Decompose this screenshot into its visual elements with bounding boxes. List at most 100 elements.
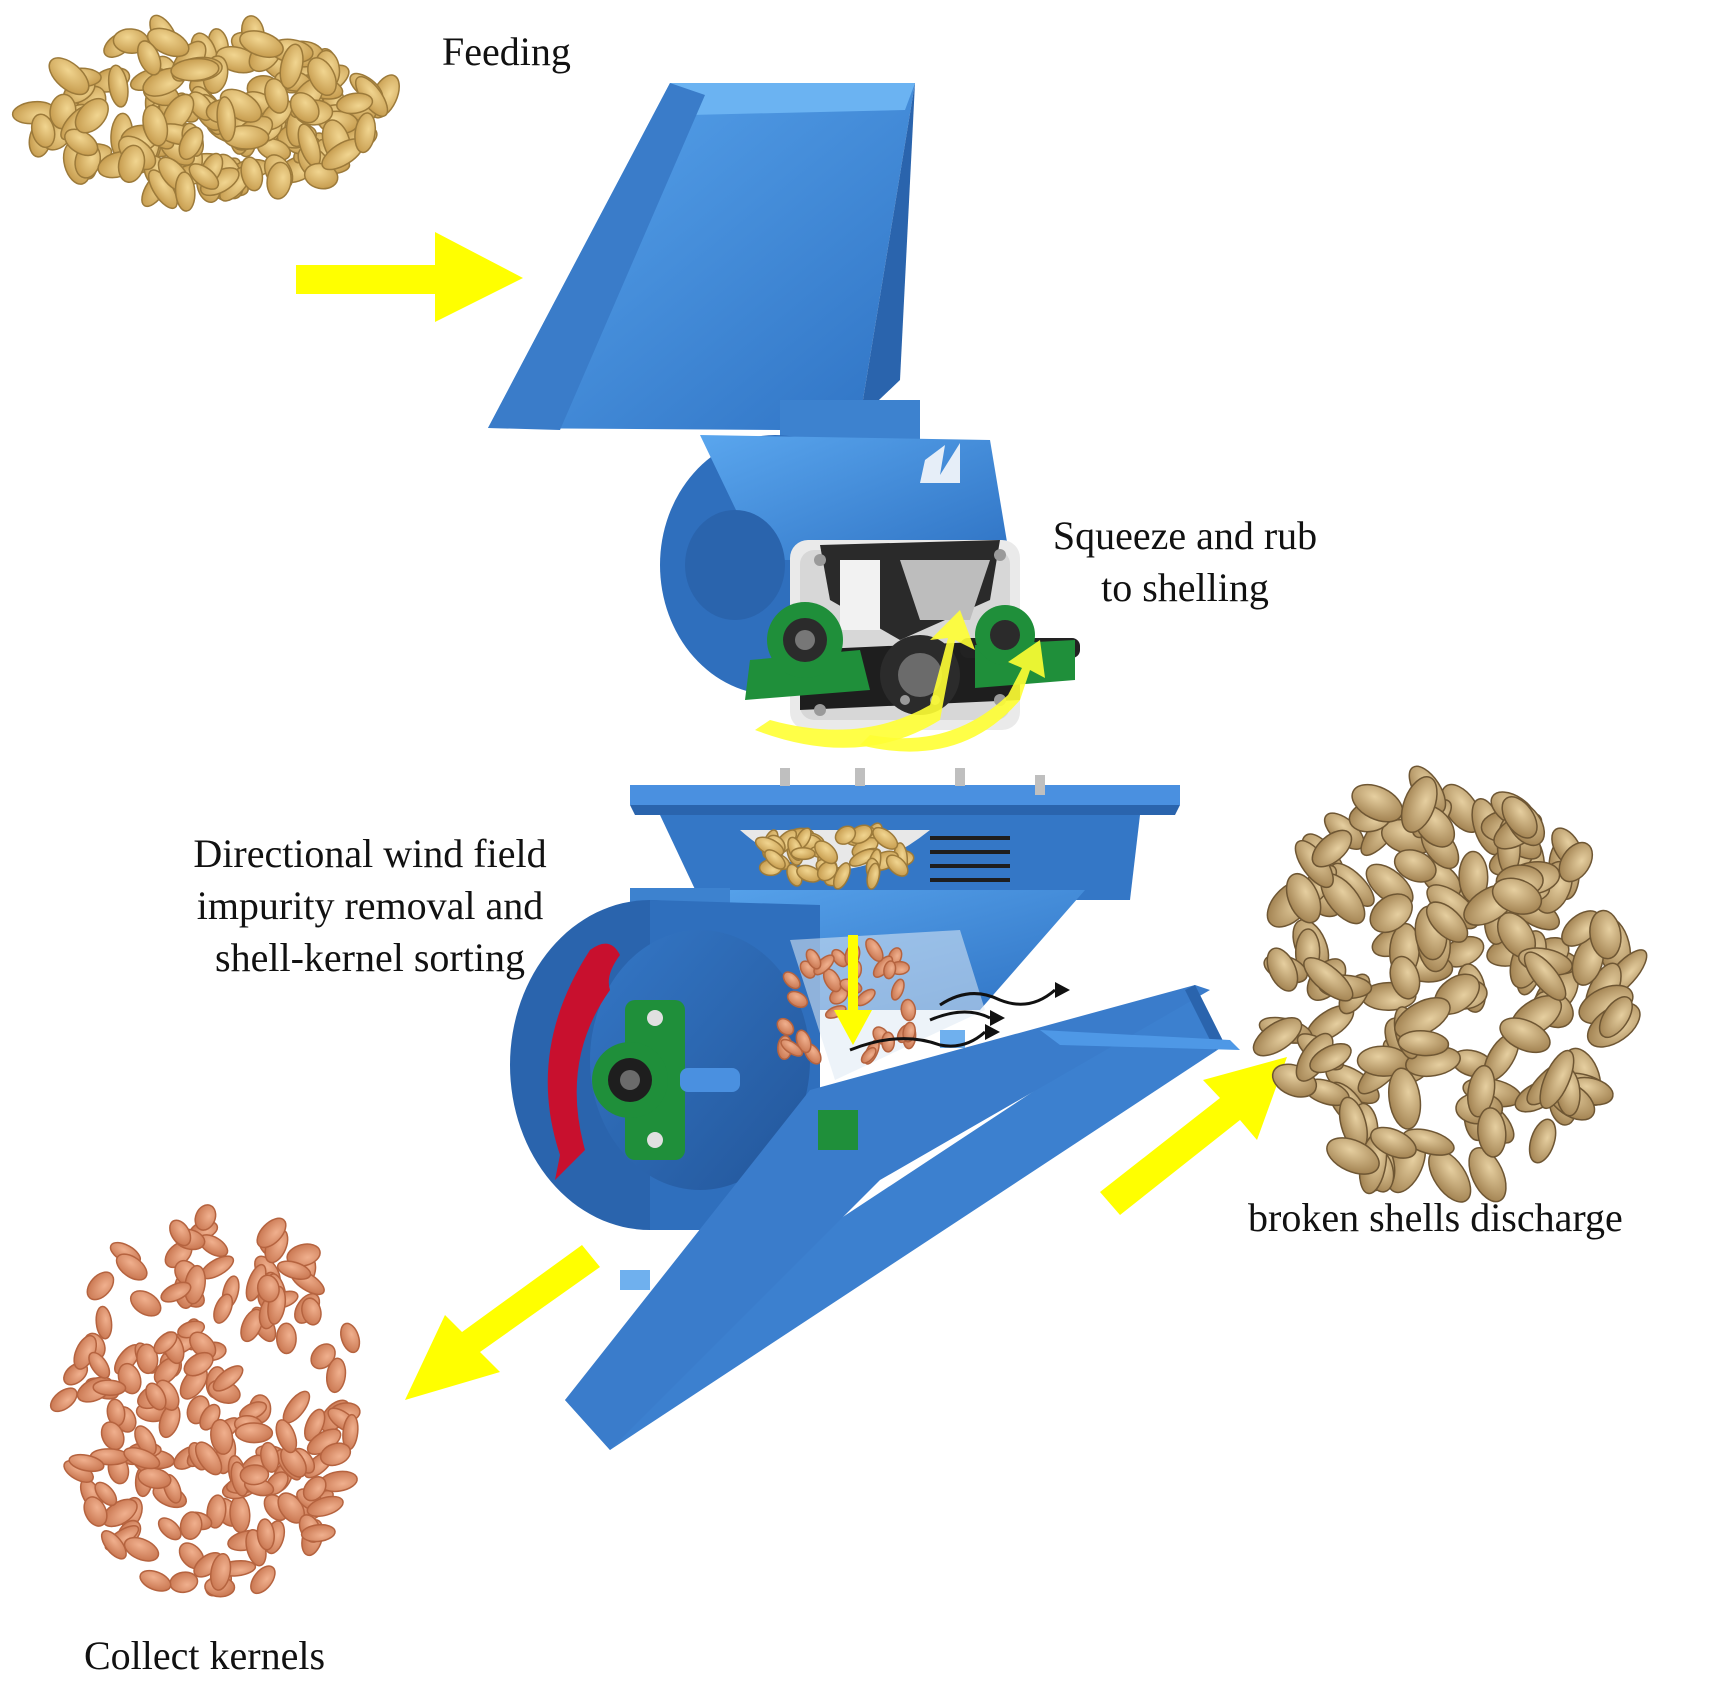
broken-shell	[1397, 1030, 1450, 1057]
falling-kernel	[805, 948, 822, 970]
peanut-kernel	[209, 1552, 232, 1591]
peanut-kernel	[319, 1442, 352, 1467]
peanut-pod	[178, 126, 204, 161]
broken-shell	[1589, 909, 1622, 960]
peanut-pod	[146, 27, 190, 58]
broken-shell	[1466, 1064, 1496, 1118]
discharge-chute	[565, 985, 1225, 1450]
peanut-kernel	[160, 1281, 192, 1303]
peanut-kernel	[95, 1305, 113, 1340]
peanut-kernel	[183, 1351, 214, 1377]
peanut-kernel	[240, 1308, 264, 1343]
adjust-handle	[547, 943, 620, 1180]
peanut-kernel	[123, 1536, 160, 1562]
falling-kernel	[890, 978, 905, 1001]
broken-shell	[1468, 1147, 1507, 1203]
feeding-label: Feeding	[442, 29, 571, 74]
peanut-pod	[764, 849, 786, 870]
peanut-kernel	[256, 1518, 275, 1551]
peanut-kernel	[234, 1422, 274, 1444]
collect-kernels-label: Collect kernels	[84, 1633, 326, 1678]
broken-shell	[1558, 841, 1594, 883]
peanut-pod	[814, 840, 839, 865]
peanut-kernel	[145, 1382, 167, 1411]
peanut-pod	[74, 97, 109, 134]
peanut-kernel	[260, 1441, 280, 1473]
peanut-kernel	[325, 1357, 347, 1394]
broken-shell	[1400, 776, 1438, 833]
sieve-plate	[630, 768, 1180, 900]
peanut-kernel	[286, 1243, 321, 1267]
kernel-collect-arrow	[405, 1245, 600, 1400]
peanut-pod	[239, 30, 284, 59]
broken-shell	[1499, 1017, 1551, 1054]
peanut-pod	[170, 57, 220, 82]
brand-logo-icon	[920, 443, 960, 483]
peanut-pod	[216, 96, 237, 143]
peanut-pod	[142, 104, 169, 147]
peanut-pod	[816, 860, 838, 882]
peanut-kernel	[153, 1331, 178, 1355]
broken-shell	[1501, 796, 1538, 839]
peanut-kernel	[189, 1331, 217, 1360]
broken-shell	[1393, 849, 1437, 883]
falling-kernel	[902, 1021, 916, 1043]
peanut-pod	[30, 113, 56, 149]
broken-shell	[1388, 1067, 1422, 1130]
falling-kernel	[776, 1017, 795, 1036]
broken-shells-pile	[1252, 765, 1648, 1203]
peanut-pod	[240, 156, 264, 192]
peanut-kernel	[256, 1274, 280, 1303]
peanut-kernel	[169, 1219, 192, 1247]
peanut-pod	[174, 171, 196, 212]
broken-shell	[1369, 893, 1413, 934]
broken-shell	[1311, 829, 1353, 868]
broken-shell	[1303, 957, 1354, 1002]
peanut-kernel	[301, 1297, 322, 1326]
peanut-pod	[790, 847, 816, 861]
peanut-pod	[48, 57, 90, 96]
peanut-kernel	[179, 1511, 203, 1540]
broken-shell	[1326, 1137, 1380, 1175]
peanut-pod	[885, 854, 909, 877]
peanut-kernel	[340, 1322, 361, 1354]
peanut-pod	[188, 163, 220, 190]
peanut-kernel	[302, 1476, 327, 1502]
broken-shell	[1252, 1016, 1303, 1057]
peanut-kernel	[100, 1530, 127, 1560]
peanut-kernel	[210, 1418, 234, 1455]
peanut-kernel	[194, 1441, 223, 1476]
broken-shell	[1523, 951, 1567, 1001]
broken-shell	[1477, 1107, 1507, 1158]
peanut-kernel	[157, 1517, 182, 1541]
squeeze-rub-label: Squeeze and rub to shelling	[1052, 513, 1318, 610]
peanut-pod	[354, 112, 377, 154]
peanut-kernel	[206, 1494, 227, 1529]
broken-shell	[1285, 872, 1322, 924]
peanut-kernel	[276, 1260, 312, 1280]
broken-shell	[1370, 1126, 1417, 1159]
broken-shell	[1539, 1049, 1575, 1110]
peanut-kernel	[139, 1569, 172, 1592]
falling-kernel	[786, 990, 809, 1009]
peanut-pod	[107, 64, 129, 108]
broken-shell	[1389, 955, 1421, 1000]
peanut-kernel	[256, 1217, 287, 1249]
broken-shell	[1309, 1043, 1352, 1074]
peanut-kernel	[88, 1351, 111, 1379]
peanut-kernel	[94, 1481, 118, 1507]
broken-shell	[1266, 947, 1299, 992]
peanut-kernel	[239, 1464, 270, 1486]
broken-shell	[1598, 996, 1633, 1039]
peanut-pod	[136, 40, 162, 76]
wind-field-label: Directional wind field impurity removal …	[193, 831, 547, 980]
peanut-kernel	[123, 1446, 161, 1470]
falling-kernel	[780, 1038, 804, 1057]
peanut-pod	[834, 825, 857, 845]
peanut-kernel	[300, 1523, 336, 1543]
peanut-kernels-pile	[49, 1204, 361, 1598]
peanut-pod	[117, 144, 146, 183]
peanut-kernel	[49, 1387, 78, 1413]
sieve-peanut-pods	[754, 822, 915, 890]
